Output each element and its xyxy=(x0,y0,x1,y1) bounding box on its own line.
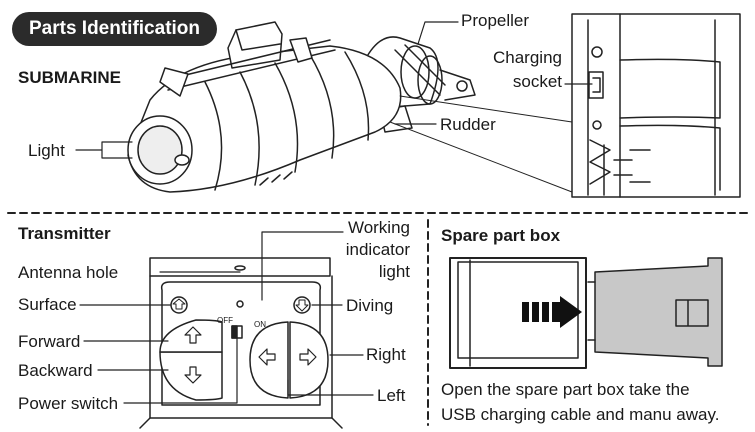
spare-part-box-drawing xyxy=(449,257,723,369)
forward-button-drawing xyxy=(159,319,223,353)
parts-identification-badge: Parts Identification xyxy=(12,12,217,46)
spare-part-box-heading: Spare part box xyxy=(441,226,561,245)
working-indicator-label-2: indicator xyxy=(345,240,410,259)
slide-arrow xyxy=(522,296,582,328)
surface-label: Surface xyxy=(18,295,77,314)
power-switch-label: Power switch xyxy=(18,394,119,413)
propeller-label: Propeller xyxy=(461,11,530,30)
antenna-hole-drawing xyxy=(234,265,246,271)
transmitter-drawing xyxy=(139,257,343,429)
spare-box-caption-line-2: USB charging cable and manu away. xyxy=(441,405,720,424)
diving-label: Diving xyxy=(346,296,394,315)
right-button-drawing xyxy=(289,321,329,399)
right-label: Right xyxy=(366,345,406,364)
charging-socket-label-2: socket xyxy=(512,72,562,91)
surface-button-drawing xyxy=(170,296,188,314)
indicator-light-drawing xyxy=(236,300,244,308)
submarine-heading: SUBMARINE xyxy=(18,68,121,87)
working-indicator-label-3: light xyxy=(378,262,410,281)
spare-box-caption-line-1: Open the spare part box take the xyxy=(441,380,690,399)
rudder-label: Rudder xyxy=(440,115,496,134)
off-label: OFF xyxy=(217,316,233,325)
forward-label: Forward xyxy=(18,332,81,351)
charging-socket-label-1: Charging xyxy=(493,48,562,67)
light-drawing xyxy=(127,115,193,185)
transmitter-heading: Transmitter xyxy=(18,224,111,243)
left-label: Left xyxy=(377,386,406,405)
on-label: ON xyxy=(254,320,266,329)
diving-button-drawing xyxy=(293,296,311,314)
working-indicator-label-1: Working xyxy=(347,218,410,237)
backward-label: Backward xyxy=(18,361,93,380)
charging-socket-inset xyxy=(571,13,741,198)
antenna-hole-label: Antenna hole xyxy=(18,263,119,282)
submarine-illustration xyxy=(127,21,476,193)
light-label: Light xyxy=(28,141,65,160)
backward-button-drawing xyxy=(159,351,223,401)
